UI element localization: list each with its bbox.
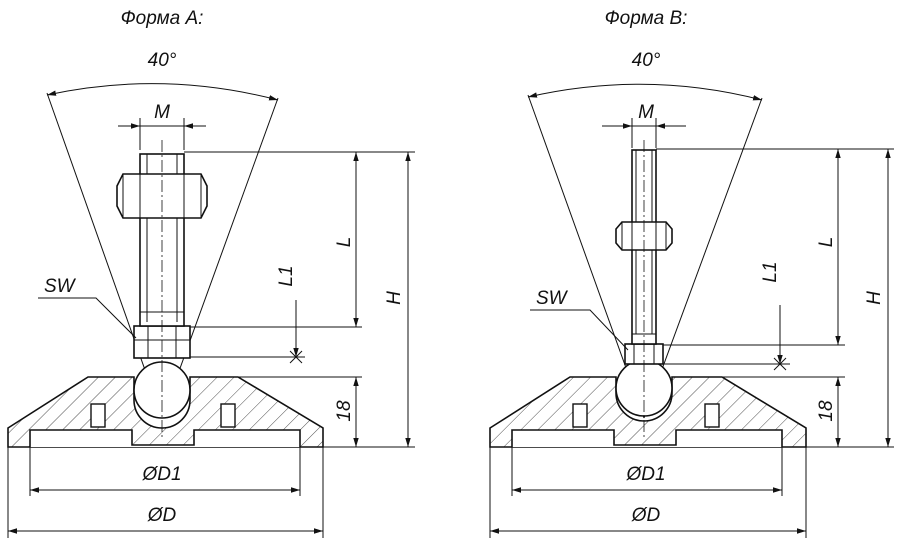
figure-a-angle-label: 40° [148,50,177,71]
figure-a-sw-label: SW [44,276,77,297]
figure-b-pin-right [704,403,720,428]
figure-a-h-label: H [384,291,405,305]
figure-b-h-label: H [864,291,885,305]
figure-a-d1-label: ØD1 [141,464,181,485]
figure-a-thread-label: M [154,102,170,123]
figure-b-thread-label: M [638,102,654,123]
figure-b-title: Форма В: [605,8,688,29]
figure-b-sw-leader [530,309,629,351]
figure-a-pin-right [220,403,236,428]
figure-a-sw-leader [38,297,137,339]
figure-b-l1-label: L1 [760,261,781,282]
figure-b-pin-left [572,403,588,428]
figure-b-sw-label: SW [536,288,569,309]
figure-a-cone-line-left [46,92,163,419]
figure-b-d-label: ØD [631,505,661,526]
figure-b: Форма В: 40° M SW [489,8,894,538]
figure-b-18-label: 18 [816,400,837,422]
figure-a-18-label: 18 [334,400,355,422]
figure-a-angle-arc [46,83,279,101]
figure-a-base-recess [29,429,301,447]
figure-b-angle-arc [527,83,763,101]
figure-a-d-label: ØD [147,505,177,526]
figure-a-l1-label: L1 [276,265,297,286]
figure-b-l-label: L [816,237,837,248]
figure-b-angle-label: 40° [632,50,661,71]
figure-a-l-label: L [334,237,355,248]
figure-a: Форма А: 40° [7,8,415,538]
figure-a-title: Форма А: [121,8,204,29]
figure-a-pin-left [90,403,106,428]
figure-b-base-recess [511,429,783,447]
figure-b-d1-label: ØD1 [625,464,665,485]
figure-a-cone-line-right [161,97,279,419]
